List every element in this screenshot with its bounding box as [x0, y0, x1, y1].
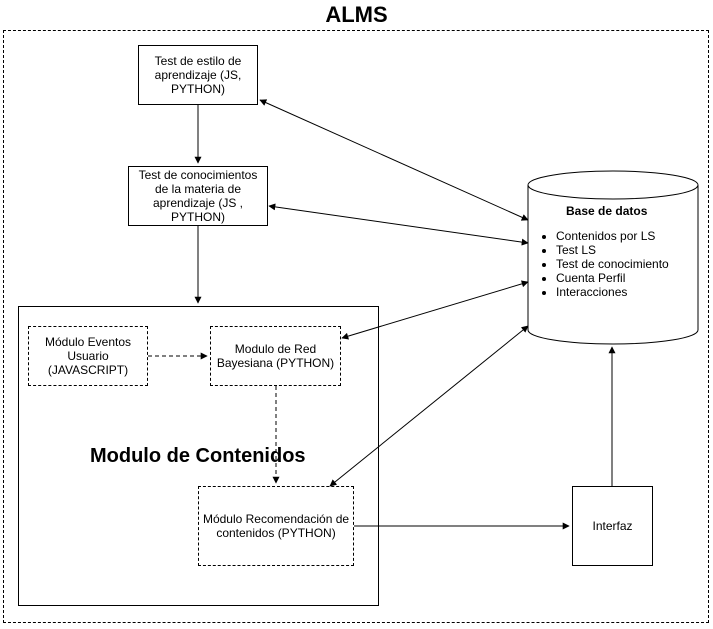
test-estilo-box[interactable]: Test de estilo de aprendizaje (JS, PYTHO… [138, 45, 258, 105]
diagram-title: ALMS [325, 2, 388, 27]
database-item: Test de conocimiento [556, 257, 700, 271]
database-item: Cuenta Perfil [556, 271, 700, 285]
arrow-recomendacion-db [329, 325, 529, 487]
modulo-contenidos-title: Modulo de Contenidos [90, 445, 306, 467]
database-item: Test LS [556, 243, 700, 257]
database-title: Base de datos [566, 204, 648, 218]
red-bayesiana-label: Modulo de Red Bayesiana (PYTHON) [216, 342, 335, 370]
database-item: Interacciones [556, 285, 700, 299]
recomendacion-box[interactable]: Módulo Recomendación de contenidos (PYTH… [198, 486, 354, 566]
database-item: Contenidos por LS [556, 229, 700, 243]
test-conocimientos-box[interactable]: Test de conocimientos de la materia de a… [128, 166, 268, 226]
interfaz-box[interactable]: Interfaz [572, 486, 653, 566]
database-list-wrap: Contenidos por LS Test LS Test de conoci… [540, 229, 700, 299]
eventos-usuario-label: Módulo Eventos Usuario (JAVASCRIPT) [44, 335, 132, 377]
test-estilo-label: Test de estilo de aprendizaje (JS, PYTHO… [154, 54, 242, 96]
alms-boundary [3, 30, 709, 623]
database-cylinder[interactable] [527, 170, 699, 345]
database-list: Contenidos por LS Test LS Test de conoci… [540, 229, 700, 299]
arrow-conocimientos-db [268, 203, 529, 246]
interfaz-label: Interfaz [592, 519, 633, 533]
arrow-bayesiana-db [341, 280, 529, 340]
recomendacion-label: Módulo Recomendación de contenidos (PYTH… [202, 512, 350, 540]
test-conocimientos-label: Test de conocimientos de la materia de a… [138, 168, 258, 224]
red-bayesiana-box[interactable]: Modulo de Red Bayesiana (PYTHON) [210, 326, 341, 386]
arrow-estilo-db [259, 99, 529, 221]
database-content: Base de datos [566, 204, 706, 218]
eventos-usuario-box[interactable]: Módulo Eventos Usuario (JAVASCRIPT) [28, 326, 148, 386]
